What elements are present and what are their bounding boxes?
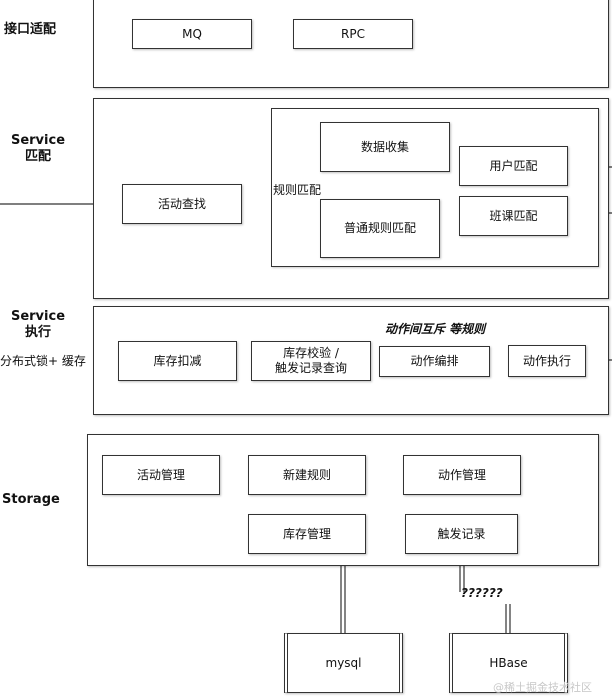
service-match-label-en: Service [10,133,66,148]
trigger-record-box: 触发记录 [405,514,518,554]
mq-box: MQ [132,19,252,49]
service-match-label: Service 匹配 [10,133,66,165]
watermark: @稀土掘金技术社区 [493,681,592,694]
action-execute-box: 动作执行 [508,345,586,377]
activity-manage-box: 活动管理 [102,455,220,495]
class-match-box: 班课匹配 [459,196,568,236]
activity-lookup-box: 活动查找 [122,184,242,224]
action-manage-box: 动作管理 [403,455,521,495]
service-exec-label-en: Service [10,309,66,324]
inventory-check-box: 库存校验 / 触发记录查询 [251,341,371,381]
rpc-box: RPC [293,19,413,49]
rule-match-label: 规则匹配 [273,183,322,197]
data-collection-box: 数据收集 [320,122,450,172]
mysql-db-box: mysql [284,633,403,693]
inventory-check-line1: 库存校验 / [283,346,339,360]
service-exec-label-cn: 执行 [24,325,51,340]
inventory-deduct-box: 库存扣减 [118,341,237,381]
common-rule-match-box: 普通规则匹配 [320,199,440,258]
interface-layer-label: 接口适配 [4,22,57,37]
unknown-store-label: ?????? [461,586,503,600]
service-match-label-cn: 匹配 [24,149,51,164]
user-match-box: 用户匹配 [459,146,568,186]
action-schedule-box: 动作编排 [379,346,490,377]
action-mutex-note: 动作间互斥 等规则 [385,322,486,336]
inventory-manage-box: 库存管理 [248,514,366,554]
hbase-db-box: HBase [449,633,568,693]
storage-label: Storage [2,492,60,507]
new-rule-box: 新建规则 [248,455,366,495]
inventory-check-line2: 触发记录查询 [274,361,347,375]
service-exec-label: Service 执行 [10,309,66,341]
lock-cache-label: 分布式锁+ 缓存 [0,354,86,368]
